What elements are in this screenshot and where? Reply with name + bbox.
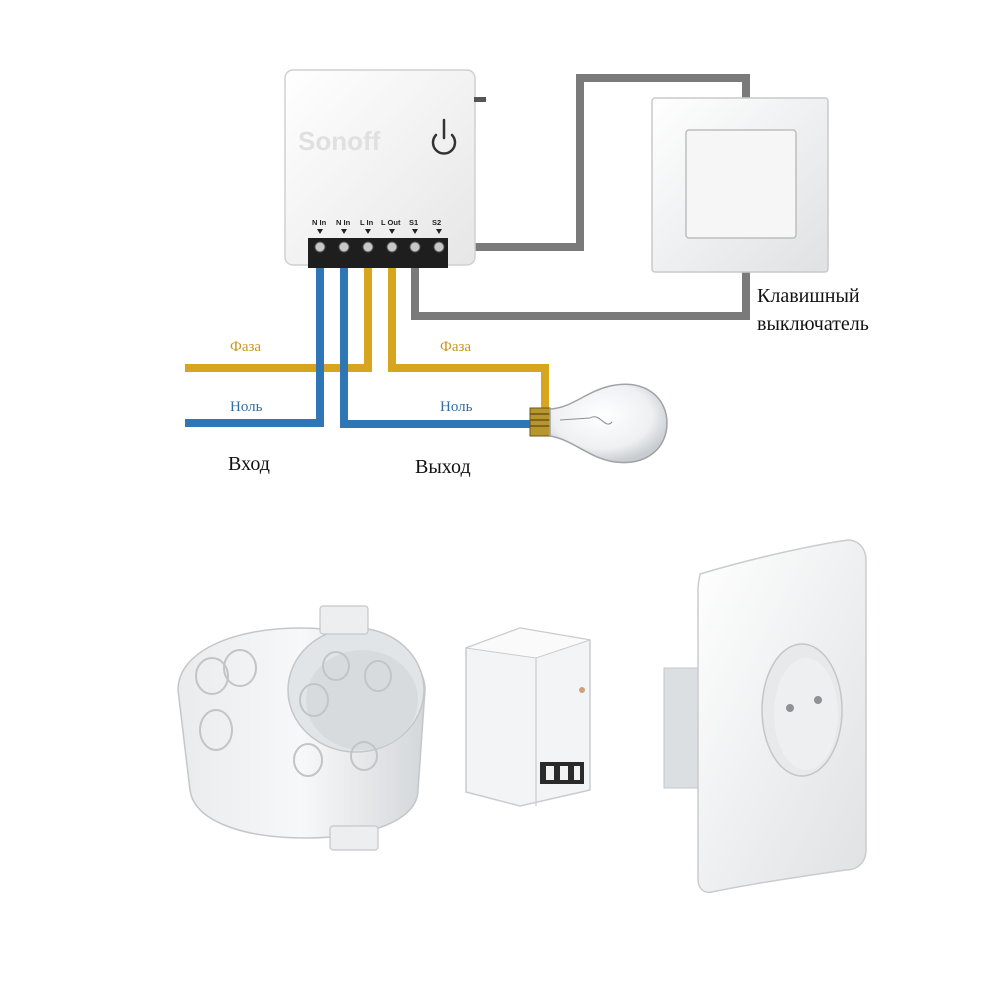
input-phase-label: Фаза <box>230 339 261 355</box>
brand-logo: Sonoff <box>298 126 381 156</box>
terminal-label-s2: S2 <box>432 218 441 227</box>
terminal-label-l-out: L Out <box>381 218 401 227</box>
switch-label-line1: Клавишный <box>757 285 860 307</box>
switch-rocker <box>685 129 797 239</box>
switch-wires <box>411 74 750 320</box>
phase-wires <box>185 250 549 408</box>
neutral-wires <box>185 250 540 428</box>
output-phase-wire <box>388 250 549 408</box>
output-section-label: Выход <box>415 456 471 478</box>
terminal-label-l-in: L In <box>360 218 374 227</box>
terminal-labels: N In N In L In L Out S1 S2 <box>312 218 441 227</box>
terminal-label-n-in-2: N In <box>336 218 351 227</box>
terminal-block <box>308 238 448 268</box>
output-phase-label: Фаза <box>440 339 471 355</box>
input-phase-wire <box>185 250 372 372</box>
light-bulb-icon <box>529 383 668 464</box>
switch-label-line2: выключатель <box>757 313 869 335</box>
output-neutral-label: Ноль <box>440 399 473 415</box>
relay-module-photo <box>465 627 591 807</box>
terminal-screws <box>314 241 445 253</box>
mounting-box <box>177 605 426 851</box>
wall-socket <box>663 539 867 894</box>
smart-relay-module: Sonoff N In N In L In L Out S1 S2 <box>284 69 486 268</box>
input-neutral-label: Ноль <box>230 399 263 415</box>
power-icon <box>431 118 457 155</box>
switch-wire-s1 <box>411 250 750 320</box>
wall-switch <box>651 97 829 273</box>
terminal-arrows <box>317 229 442 234</box>
switch-wire-s2 <box>440 74 750 251</box>
output-neutral-wire <box>340 250 540 428</box>
terminal-label-s1: S1 <box>409 218 418 227</box>
input-section-label: Вход <box>228 453 270 475</box>
terminal-label-n-in-1: N In <box>312 218 327 227</box>
input-neutral-wire <box>185 250 324 427</box>
